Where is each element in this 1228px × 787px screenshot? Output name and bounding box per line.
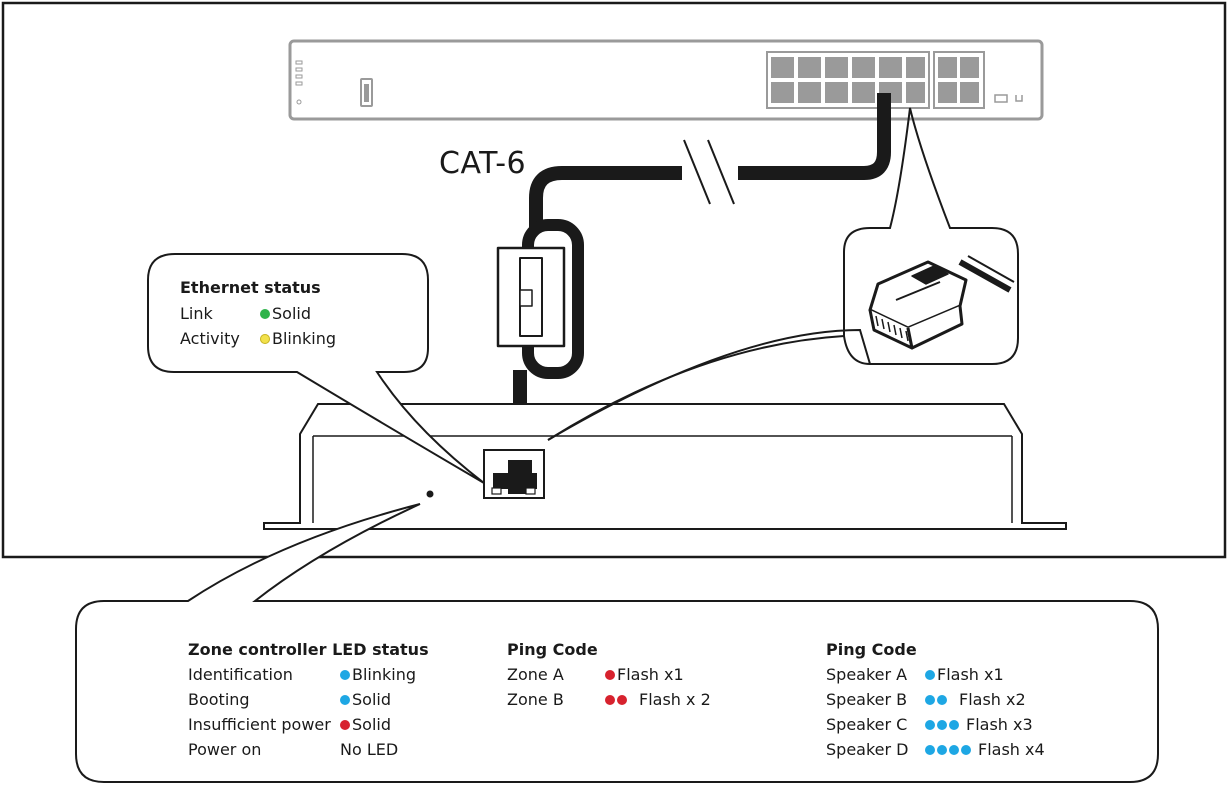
led-status-callout: [75, 503, 1159, 783]
ping-speaker-label: Speaker B: [826, 690, 908, 709]
ping-speaker-value: Flash x2: [925, 690, 1026, 710]
yellow-dot-icon: [260, 334, 270, 344]
rj45-plug-icon: [868, 255, 1015, 350]
cat6-cable: [496, 93, 891, 465]
red-dot-icon: [340, 720, 350, 730]
ethernet-activity-value: Blinking: [260, 329, 336, 349]
diagram-frame: [1, 1, 1227, 559]
ethernet-activity-label: Activity: [180, 329, 240, 348]
connector-closeup-callout: [547, 107, 1019, 441]
zone-led-title: Zone controller LED status: [188, 640, 429, 659]
ethernet-link-label: Link: [180, 304, 213, 323]
zone-led: [426, 490, 434, 498]
blue-dots-icon: [925, 665, 937, 685]
network-switch: [288, 39, 1044, 121]
ping-speaker-title: Ping Code: [826, 640, 917, 659]
red-dots-icon: [605, 665, 617, 685]
zone-led-row-label: Identification: [188, 665, 293, 684]
cable-label: CAT-6: [439, 146, 527, 181]
blue-dot-icon: [340, 695, 350, 705]
rj45-jack: [483, 449, 545, 499]
switch-port-block: [766, 51, 1023, 109]
blue-dots-icon: [925, 740, 973, 760]
zone-led-row-value: Solid: [340, 690, 391, 710]
zone-led-row-value: Solid: [340, 715, 391, 735]
zone-led-row-value: No LED: [340, 740, 399, 759]
ethernet-status-callout: [147, 253, 485, 484]
zone-controller: [263, 403, 1067, 530]
ethernet-link-value: Solid: [260, 304, 311, 324]
blue-dots-icon: [925, 690, 949, 710]
ethernet-status-title: Ethernet status: [180, 278, 321, 297]
ping-speaker-value: Flash x1: [925, 665, 1004, 685]
ping-zone-label: Zone A: [507, 665, 564, 684]
ping-speaker-label: Speaker D: [826, 740, 909, 759]
blue-dots-icon: [925, 715, 961, 735]
ping-speaker-label: Speaker C: [826, 715, 908, 734]
ping-speaker-value: Flash x3: [925, 715, 1033, 735]
zone-led-row-label: Booting: [188, 690, 250, 709]
red-dots-icon: [605, 690, 629, 710]
zone-led-row-label: Insufficient power: [188, 715, 331, 734]
ping-zone-label: Zone B: [507, 690, 564, 709]
zone-led-row-label: Power on: [188, 740, 262, 759]
ping-zone-value: Flash x 2: [605, 690, 711, 710]
ping-speaker-label: Speaker A: [826, 665, 908, 684]
ping-speaker-value: Flash x4: [925, 740, 1045, 760]
ping-zone-value: Flash x1: [605, 665, 684, 685]
ping-zone-title: Ping Code: [507, 640, 598, 659]
green-dot-icon: [260, 309, 270, 319]
blue-dot-icon: [340, 670, 350, 680]
zone-led-row-value: Blinking: [340, 665, 416, 685]
